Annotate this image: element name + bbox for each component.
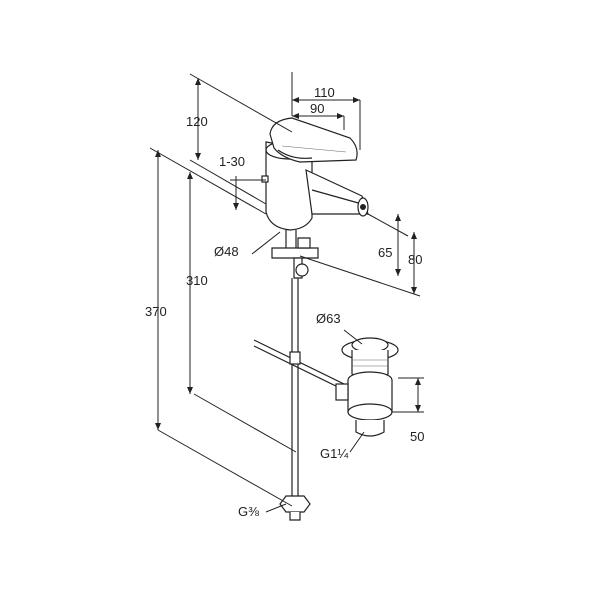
dim-80: 80 [408,252,422,267]
dim-120: 120 [186,114,208,129]
faucet-body [261,117,369,231]
dim-65: 65 [378,245,392,260]
dim-1-30: 1-30 [219,154,245,169]
dim-d63: Ø63 [316,311,341,326]
dim-90: 90 [310,101,324,116]
dim-g3-8: G⅜ [238,504,259,519]
dim-g1-1-4: G1¼ [320,446,348,461]
dim-110: 110 [314,85,335,100]
dimension-lines: 110 90 120 1-30 Ø48 310 370 65 80 Ø63 50… [145,72,424,519]
dim-370: 370 [145,304,167,319]
mounting-assembly [253,230,345,521]
dim-310: 310 [186,273,208,288]
dim-d48: Ø48 [214,244,239,259]
dim-50: 50 [410,429,424,444]
drain-assembly [335,337,399,437]
